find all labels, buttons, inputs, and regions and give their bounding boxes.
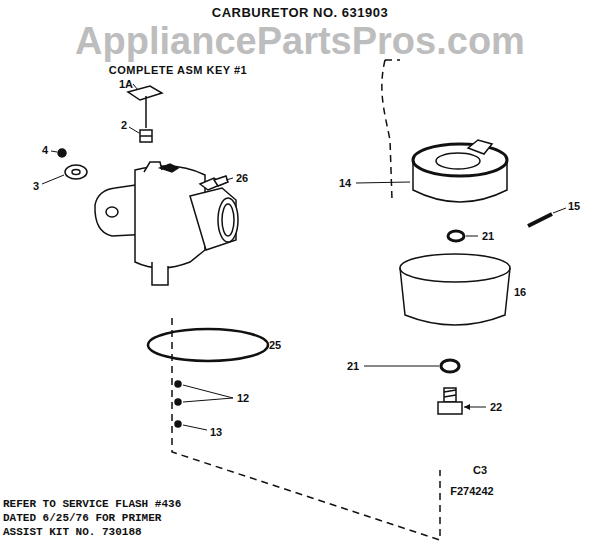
callout-number: 25 (269, 339, 281, 352)
leader-line (356, 182, 410, 183)
arrow-head (464, 404, 470, 410)
part-3 (65, 165, 87, 179)
leader-line (51, 151, 57, 152)
leader-line (183, 398, 233, 402)
part-25 (148, 329, 268, 361)
drawing-code: C3 (473, 464, 487, 477)
callout-number: 14 (339, 177, 351, 190)
leader-line (229, 345, 266, 346)
callout-number: 13 (210, 426, 222, 439)
leader-line (42, 175, 64, 184)
service-note: REFER TO SERVICE FLASH #436 DATED 6/25/7… (3, 497, 195, 539)
part-3-hole (72, 170, 80, 175)
leader-line (466, 236, 478, 237)
dashed-group-line (172, 60, 440, 540)
part-14 (413, 140, 507, 202)
callout-number: 15 (568, 200, 580, 213)
part-22 (438, 388, 462, 414)
leader-line (133, 84, 138, 90)
leader-line (183, 385, 233, 398)
part-12 (175, 381, 181, 387)
part-21 (448, 231, 464, 241)
figure-number: F274242 (450, 485, 493, 498)
watermark: AppliancePartsPros.com (75, 20, 525, 64)
callout-number: 26 (236, 172, 248, 185)
part-15 (528, 214, 552, 226)
leader-line (477, 292, 510, 293)
leader-line (129, 127, 139, 133)
part-2 (140, 130, 152, 142)
callout-number: 3 (33, 180, 39, 193)
leader-line (553, 208, 566, 213)
leader-line (226, 178, 233, 180)
part-12 (175, 399, 181, 405)
diagram-title: CARBURETOR NO. 631903 (212, 6, 388, 21)
callout-number: 22 (490, 401, 502, 414)
callout-number: 21 (347, 360, 359, 373)
callout-number: 4 (42, 144, 48, 157)
part-4 (58, 149, 66, 157)
callout-number: 1A (119, 78, 133, 91)
carburetor-body (95, 162, 238, 285)
part-21 (441, 360, 459, 372)
leader-line (183, 425, 207, 430)
part-13 (175, 421, 181, 427)
callout-number: 12 (237, 392, 249, 405)
part-16 (400, 254, 510, 325)
part-26 (200, 176, 228, 190)
part-1a (128, 86, 162, 128)
callout-number: 2 (121, 119, 127, 132)
callout-number: 16 (514, 286, 526, 299)
assembly-note: COMPLETE ASM KEY #1 (109, 64, 247, 77)
leader-line (364, 366, 439, 367)
callout-number: 21 (482, 230, 494, 243)
